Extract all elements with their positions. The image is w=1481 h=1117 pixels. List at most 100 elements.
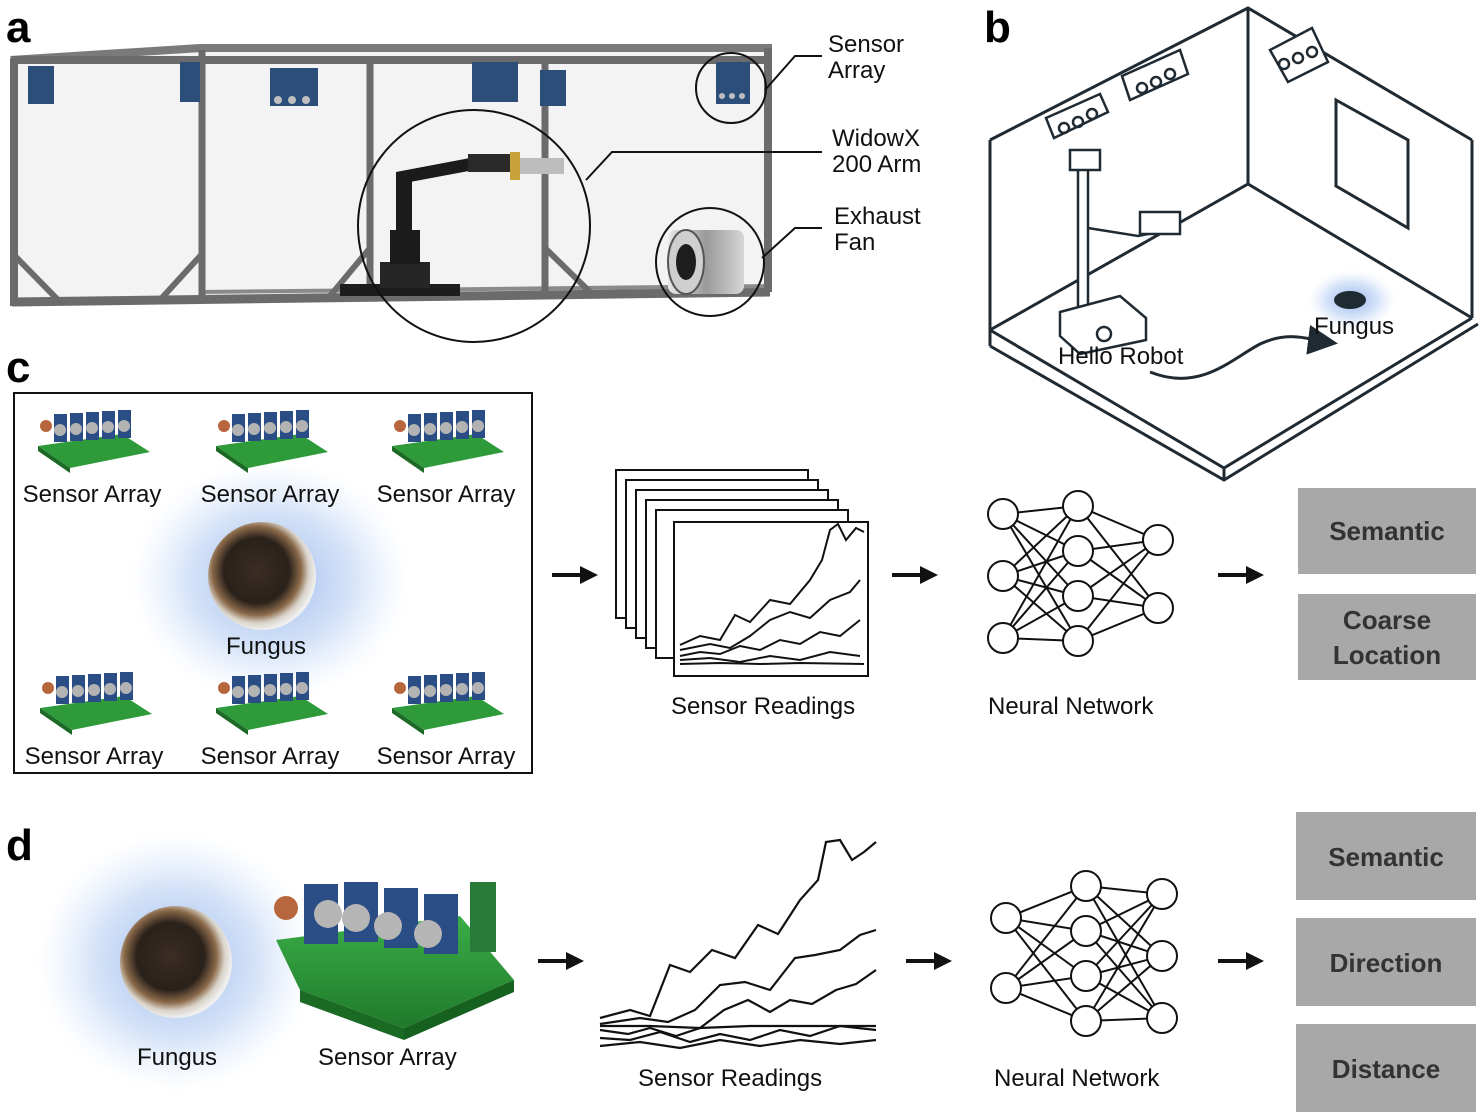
flow-arrow-c3	[1218, 566, 1264, 584]
output-semantic-c-label: Semantic	[1329, 516, 1445, 546]
room-fungus-colony	[1334, 291, 1366, 309]
callout-sensor-line2: Array	[828, 57, 885, 84]
network-label-d: Neural Network	[994, 1065, 1160, 1092]
chamber-sensor-array: Sensor Array	[23, 410, 162, 508]
network-node	[1146, 878, 1178, 910]
network-edge	[1002, 550, 1079, 639]
output-distance-d: Distance	[1296, 1024, 1476, 1112]
network-edge	[1002, 575, 1079, 642]
output-semantic-d: Semantic	[1296, 812, 1476, 900]
output-semantic-c: Semantic	[1298, 488, 1476, 574]
d-petri-dish	[120, 906, 232, 1018]
neural-network-c	[987, 490, 1174, 657]
callout-fan-line1: Exhaust	[834, 203, 921, 230]
network-edge	[1085, 885, 1163, 957]
room-fungus-label: Fungus	[1314, 313, 1394, 340]
fan-callout-circle	[655, 207, 765, 317]
d-fungus-label: Fungus	[137, 1044, 217, 1071]
wall-sensor-boards	[28, 62, 750, 106]
output-coarse-label: Coarse	[1343, 605, 1431, 635]
network-node	[990, 902, 1022, 934]
network-label-c: Neural Network	[988, 693, 1154, 720]
chamber-sensor-array-label: Sensor Array	[377, 481, 516, 508]
network-edge	[1005, 885, 1087, 989]
network-node	[1146, 940, 1178, 972]
network-edge	[1085, 893, 1163, 1022]
network-node	[1062, 490, 1094, 522]
arm-callout-circle	[357, 109, 591, 343]
network-edge	[1002, 513, 1079, 642]
panel-b: b	[984, 3, 1479, 482]
chamber-sensor-array-label: Sensor Array	[25, 743, 164, 770]
network-edge	[1077, 505, 1159, 609]
room	[988, 6, 1479, 482]
d-readings-chart	[599, 838, 877, 1050]
callout-arm-line2: 200 Arm	[832, 151, 921, 178]
readings-label-c: Sensor Readings	[671, 693, 855, 720]
d-sensor-array-label: Sensor Array	[318, 1044, 457, 1071]
hello-robot	[1058, 148, 1182, 356]
chamber-box	[13, 392, 533, 774]
network-edge	[1005, 917, 1087, 1022]
chamber-sensor-array: Sensor Array	[25, 672, 164, 770]
stacked-readings-chart	[615, 469, 869, 677]
readings-label-d: Sensor Readings	[638, 1065, 822, 1092]
chamber-fungus-label: Fungus	[226, 633, 306, 660]
network-node	[1142, 524, 1174, 556]
chamber-sensor-array-label: Sensor Array	[201, 481, 340, 508]
neural-network-d	[990, 870, 1178, 1037]
chamber-sensor-array-label: Sensor Array	[23, 481, 162, 508]
exhaust-fan	[667, 229, 744, 295]
chamber-sensor-array-label: Sensor Array	[377, 743, 516, 770]
network-edge	[1085, 930, 1163, 1019]
flow-arrow-c1	[552, 566, 598, 584]
network-edge	[1005, 917, 1087, 977]
network-node	[1142, 592, 1174, 624]
panel-a: a	[6, 3, 921, 343]
network-edge	[1077, 550, 1159, 609]
network-node	[987, 498, 1019, 530]
panel-d: d Fungus Sensor Array	[6, 812, 1476, 1112]
network-edge	[1002, 505, 1079, 577]
network-node	[1062, 535, 1094, 567]
chamber-sensor-array: Sensor Array	[377, 672, 516, 770]
chamber-petri-dish	[208, 522, 316, 630]
network-edge	[1085, 893, 1163, 977]
widowx-arm	[340, 152, 564, 296]
network-edge	[1077, 539, 1159, 642]
chamber-sensor-array-label: Sensor Array	[201, 743, 340, 770]
output-coarse-location-c: Coarse Location	[1298, 594, 1476, 680]
callout-sensor-line1: Sensor	[828, 31, 904, 58]
network-node	[1062, 580, 1094, 612]
network-node	[1070, 915, 1102, 947]
network-node	[987, 560, 1019, 592]
flow-arrow-d3	[1218, 952, 1264, 970]
chamber-sensor-array: Sensor Array	[201, 410, 340, 508]
d-sensor-array	[274, 882, 514, 1040]
callout-fan-line2: Fan	[834, 229, 875, 256]
hello-robot-label: Hello Robot	[1058, 343, 1184, 370]
room-sensor-arrays	[1044, 26, 1330, 140]
output-location-label: Location	[1333, 640, 1441, 670]
network-edge	[1002, 513, 1079, 597]
panel-letter-c: c	[6, 343, 30, 392]
output-direction-d-label: Direction	[1330, 948, 1443, 978]
network-edge	[1085, 955, 1163, 1022]
flow-arrow-c2	[892, 566, 938, 584]
flow-arrow-d2	[906, 952, 952, 970]
flow-arrow-d1	[538, 952, 584, 970]
network-node	[1062, 625, 1094, 657]
callout-arm-line1: WidowX	[832, 125, 920, 152]
robot-path-arrow	[1149, 324, 1338, 380]
chamber-sensor-array: Sensor Array	[377, 410, 516, 508]
panel-letter-a: a	[6, 3, 31, 52]
panel-letter-d: d	[6, 821, 33, 870]
network-node	[1070, 960, 1102, 992]
network-edge	[1005, 930, 1087, 989]
network-edge	[1002, 505, 1079, 639]
network-edge	[1085, 885, 1163, 1019]
network-node	[990, 972, 1022, 1004]
